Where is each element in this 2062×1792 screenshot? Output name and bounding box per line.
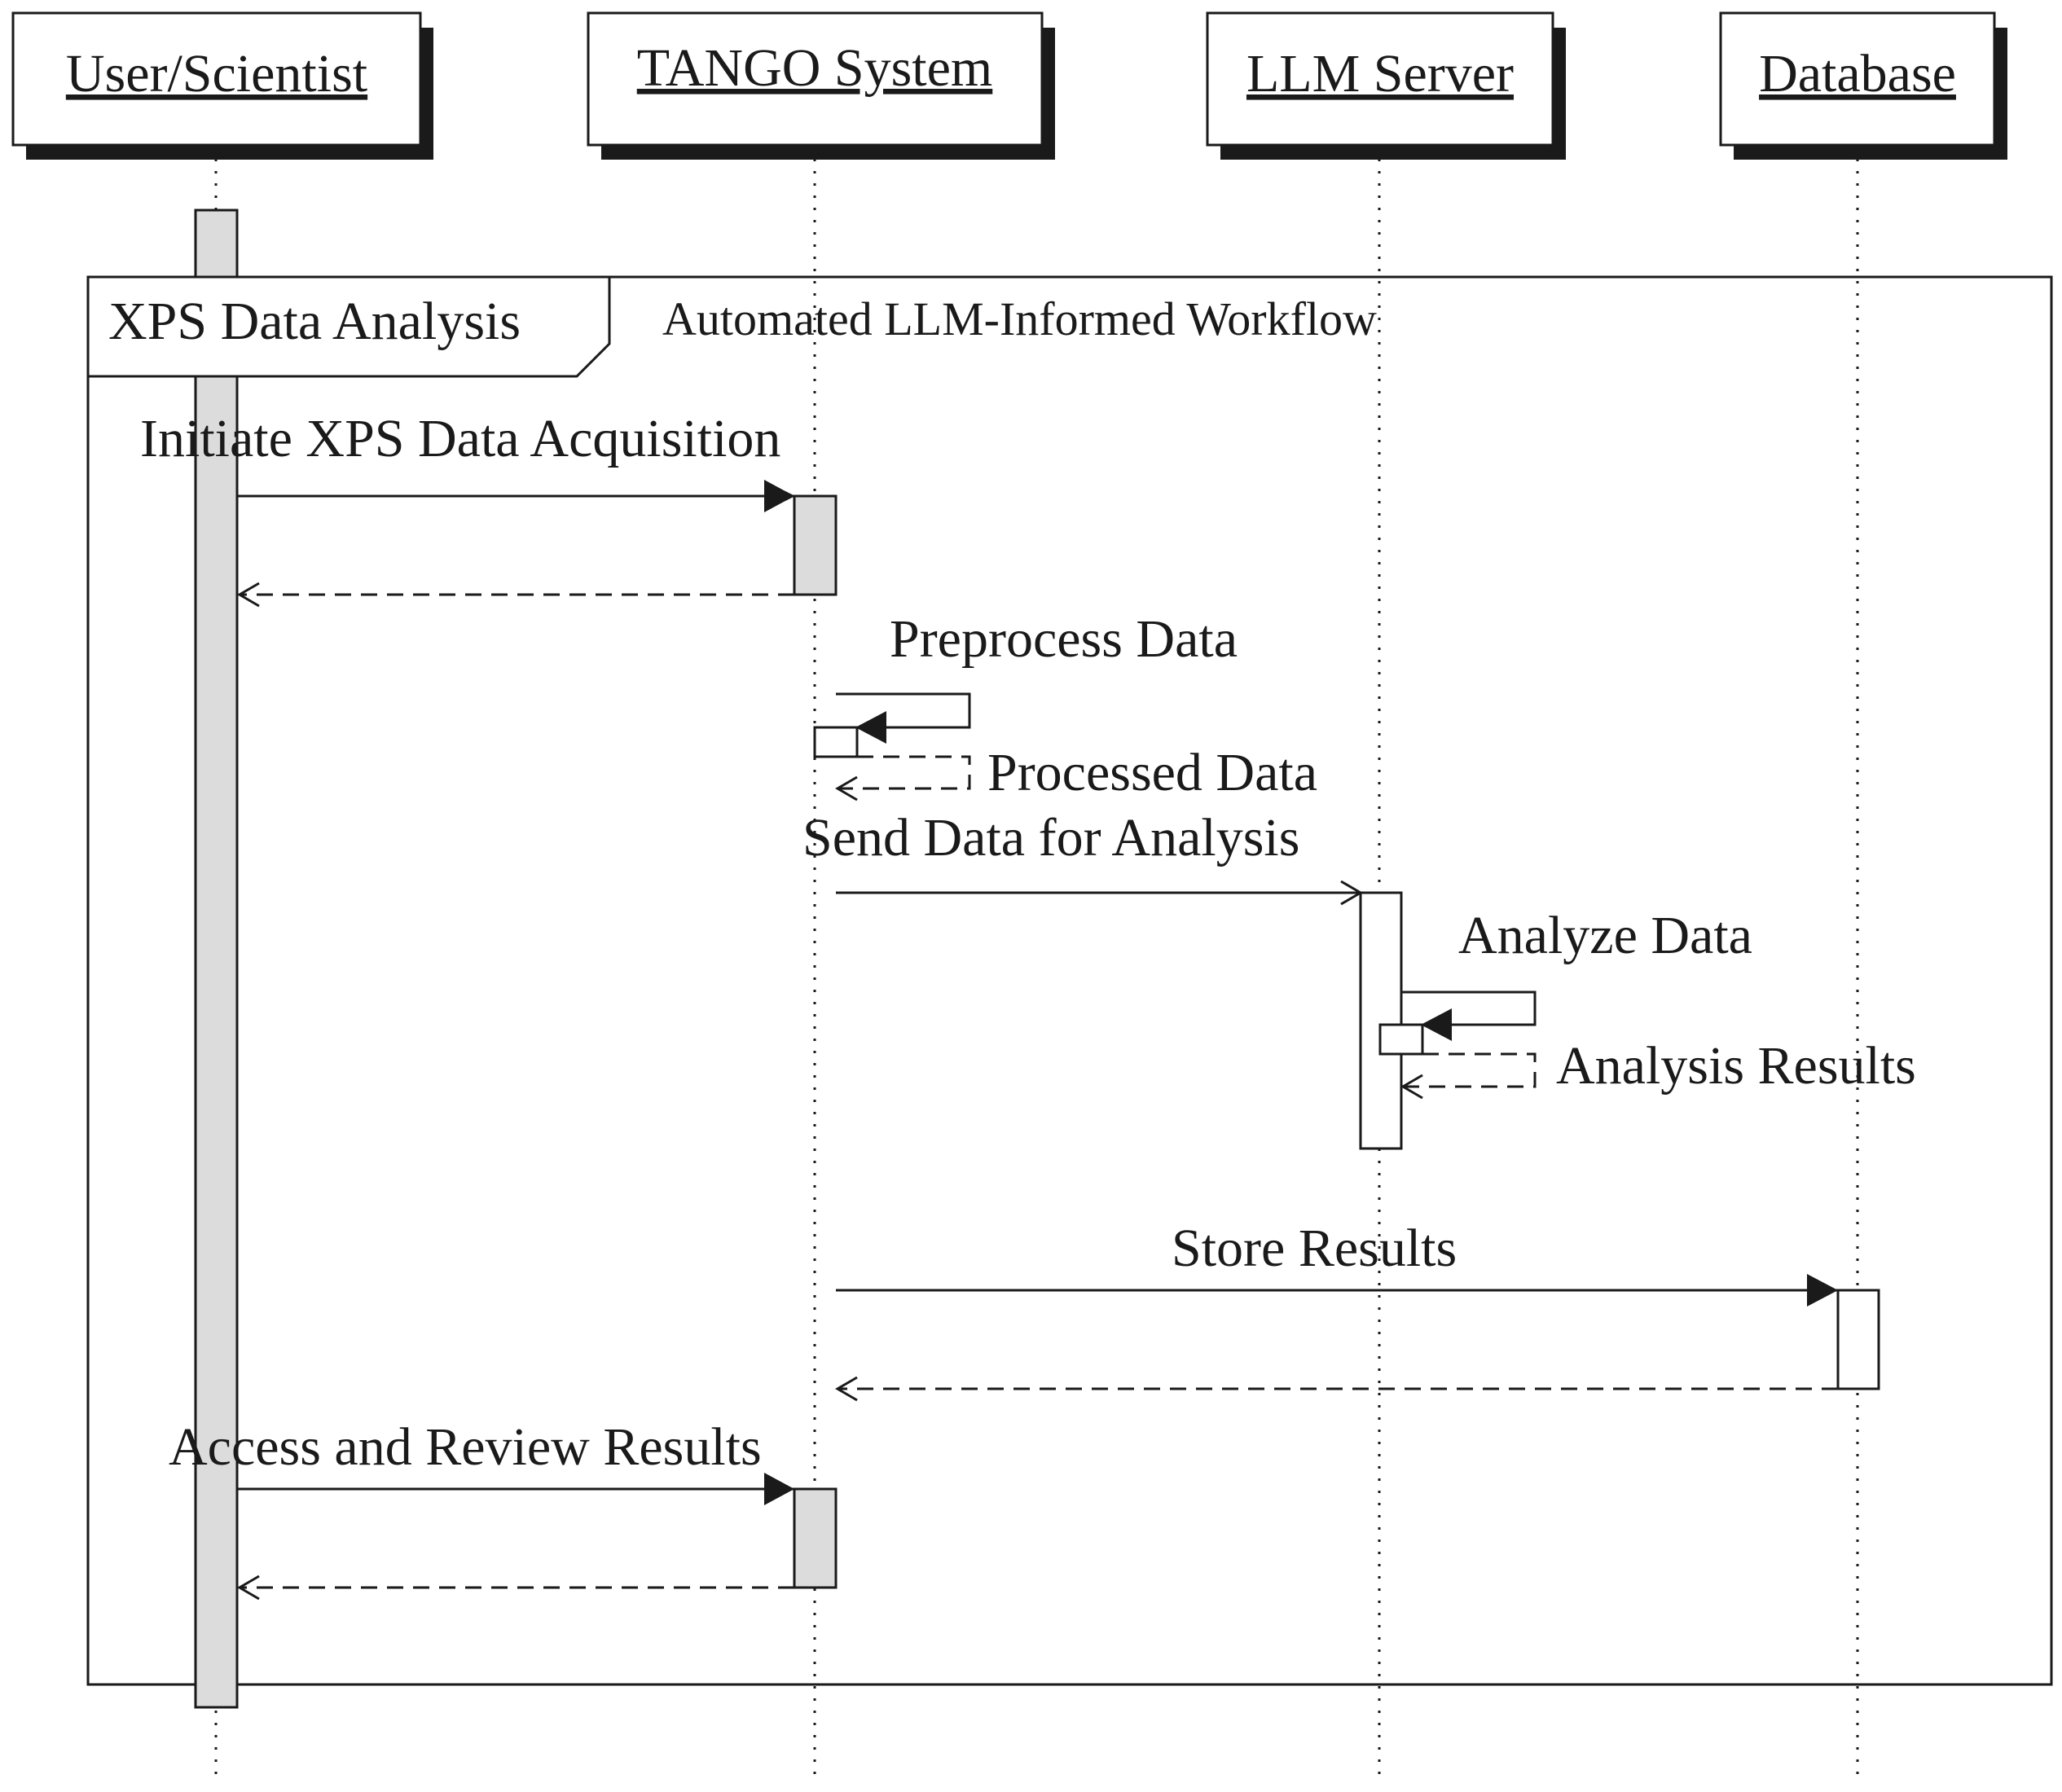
message-initiate-label: Initiate XPS Data Acquisition: [140, 409, 780, 468]
message-processed-arrow: [839, 755, 971, 790]
message-store-label: Store Results: [1172, 1219, 1457, 1278]
message-processed-head: [835, 775, 858, 802]
fragment-frame: XPS Data Analysis Automated LLM-Informed…: [86, 275, 2053, 1686]
message-preprocess-label: Preprocess Data: [890, 609, 1238, 669]
activation-tango-1: [793, 494, 838, 596]
activation-user-overlay: [194, 375, 239, 1709]
fragment-guard: Automated LLM-Informed Workflow: [662, 292, 1377, 345]
participant-llm: LLM Server: [1206, 11, 1566, 160]
activation-db: [1836, 1289, 1880, 1390]
fragment-tab: [86, 275, 611, 378]
message-access-return-head: [237, 1575, 260, 1601]
message-analyze-label: Analyze Data: [1458, 906, 1752, 965]
message-results-label: Analysis Results: [1556, 1036, 1916, 1096]
message-initiate-head: [764, 480, 794, 512]
activation-llm-self: [1378, 1023, 1424, 1056]
message-preprocess-head: [855, 711, 886, 744]
activation-tango-2: [793, 1487, 838, 1589]
participant-user-label: User/Scientist: [66, 44, 367, 103]
participant-tango-label: TANGO System: [637, 38, 993, 98]
message-initiate-return-head: [237, 582, 260, 608]
message-access-label: Access and Review Results: [169, 1417, 762, 1477]
message-store-return-head: [835, 1376, 858, 1402]
fragment-label: XPS Data Analysis: [108, 292, 521, 351]
activation-llm: [1359, 891, 1403, 1150]
participant-tango: TANGO System: [587, 11, 1055, 160]
activation-tango-self: [813, 726, 859, 758]
participant-user: User/Scientist: [11, 11, 433, 160]
participant-db-label: Database: [1759, 44, 1956, 103]
message-results-head: [1400, 1074, 1423, 1100]
message-store-head: [1807, 1274, 1838, 1307]
message-access-head: [764, 1473, 794, 1505]
message-send-label: Send Data for Analysis: [802, 808, 1299, 867]
message-results-arrow: [1403, 1052, 1537, 1088]
message-analyze-head: [1421, 1008, 1452, 1041]
message-analyze-arrow: [1401, 990, 1537, 1026]
participant-db: Database: [1719, 11, 2007, 160]
participant-llm-label: LLM Server: [1246, 44, 1514, 103]
message-processed-label: Processed Data: [987, 743, 1317, 802]
message-preprocess-arrow: [836, 692, 971, 729]
